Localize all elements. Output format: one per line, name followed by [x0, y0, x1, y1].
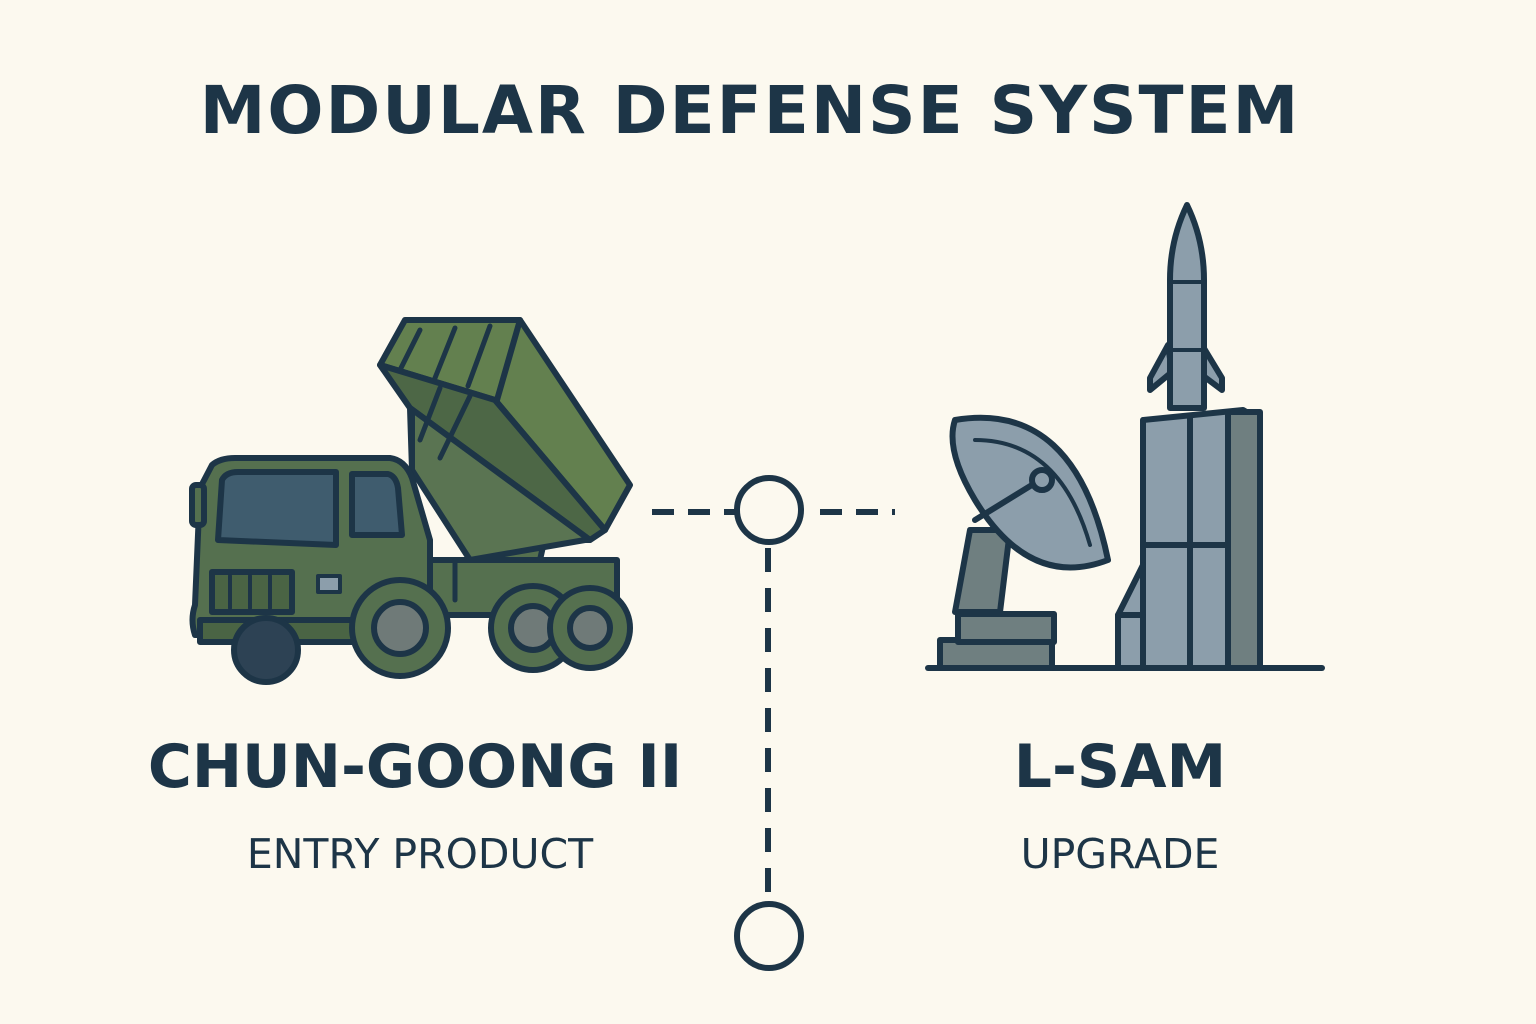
left-product-tier: ENTRY PRODUCT: [246, 830, 594, 878]
diagram-title: MODULAR DEFENSE SYSTEM: [199, 72, 1301, 149]
right-product-name: L-SAM: [1013, 732, 1227, 802]
end-node-circle: [734, 901, 804, 971]
connector: [652, 475, 895, 971]
left-product-name: CHUN-GOONG II: [147, 732, 683, 802]
radar-and-missile-tower-icon: [925, 202, 1325, 671]
right-product-tier: UPGRADE: [1020, 830, 1220, 878]
missile-launcher-truck-icon: [189, 317, 633, 685]
hub-node-circle: [734, 475, 804, 545]
